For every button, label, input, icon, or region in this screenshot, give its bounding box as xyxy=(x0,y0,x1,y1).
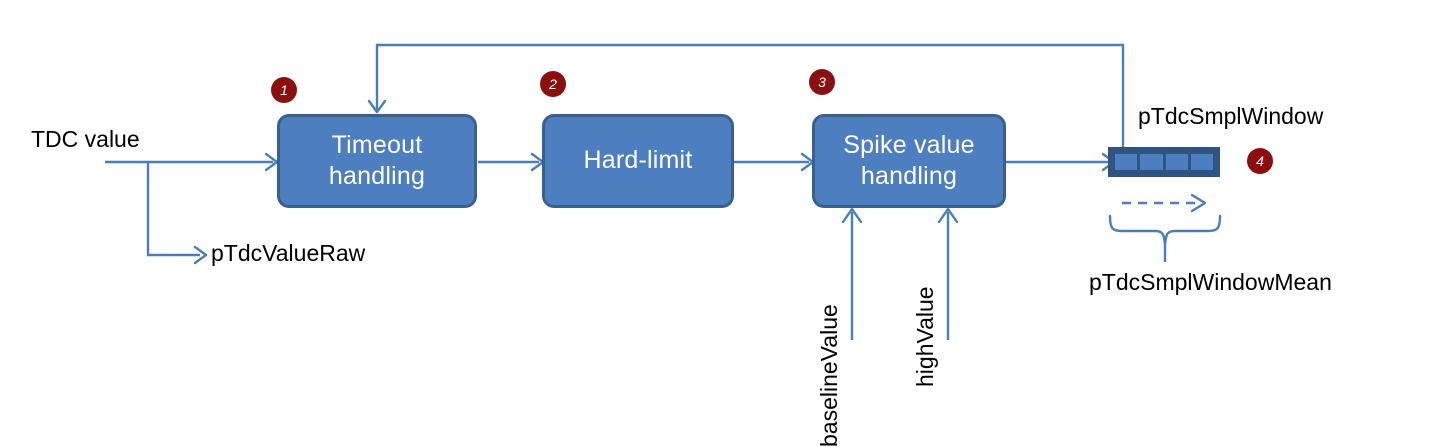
sample-window-cell[interactable] xyxy=(1140,154,1163,170)
arrow-input-to-raw-tap xyxy=(146,162,208,265)
badge-4: 4 xyxy=(1247,148,1273,174)
arrow-timeout-to-hardlimit xyxy=(478,152,545,172)
input-label: TDC value xyxy=(31,126,140,152)
mean-brace xyxy=(1108,214,1222,262)
connector-layer xyxy=(105,43,1222,340)
block-spike-value-handling[interactable]: Spike value handling xyxy=(812,114,1006,208)
dashed-slide-arrow xyxy=(1122,193,1207,213)
sample-window-cell[interactable] xyxy=(1165,154,1188,170)
diagram-canvas: TDC value pTdcValueRaw Timeout handling … xyxy=(31,43,1332,447)
badge-3: 3 xyxy=(809,69,835,95)
sample-window-mean-label: pTdcSmplWindowMean xyxy=(1089,269,1332,295)
sample-window-cell[interactable] xyxy=(1190,154,1213,170)
tap-output-label: pTdcValueRaw xyxy=(211,240,366,266)
arrow-spike-to-window xyxy=(1006,152,1116,172)
block-timeout-handling-label: Timeout handling xyxy=(328,130,426,190)
arrow-input-to-timeout xyxy=(105,152,279,172)
arrow-feedback-window-to-timeout xyxy=(367,43,1125,147)
highvalue-label: highValue xyxy=(912,286,938,387)
sample-window-label: pTdcSmplWindow xyxy=(1138,103,1324,129)
arrow-hardlimit-to-spike xyxy=(734,152,815,172)
badge-2: 2 xyxy=(540,71,566,97)
block-timeout-handling[interactable]: Timeout handling xyxy=(277,114,477,208)
arrow-baselinevalue-to-spike xyxy=(841,207,863,340)
badge-1: 1 xyxy=(271,77,297,103)
baselinevalue-label: baselineValue xyxy=(816,304,842,447)
block-hard-limit[interactable]: Hard-limit xyxy=(542,114,734,208)
block-hard-limit-label: Hard-limit xyxy=(583,146,693,175)
sample-window-cell[interactable] xyxy=(1115,154,1138,170)
sample-window[interactable] xyxy=(1108,147,1220,177)
block-spike-value-handling-label: Spike value handling xyxy=(843,130,975,190)
arrow-highvalue-to-spike xyxy=(937,207,959,340)
